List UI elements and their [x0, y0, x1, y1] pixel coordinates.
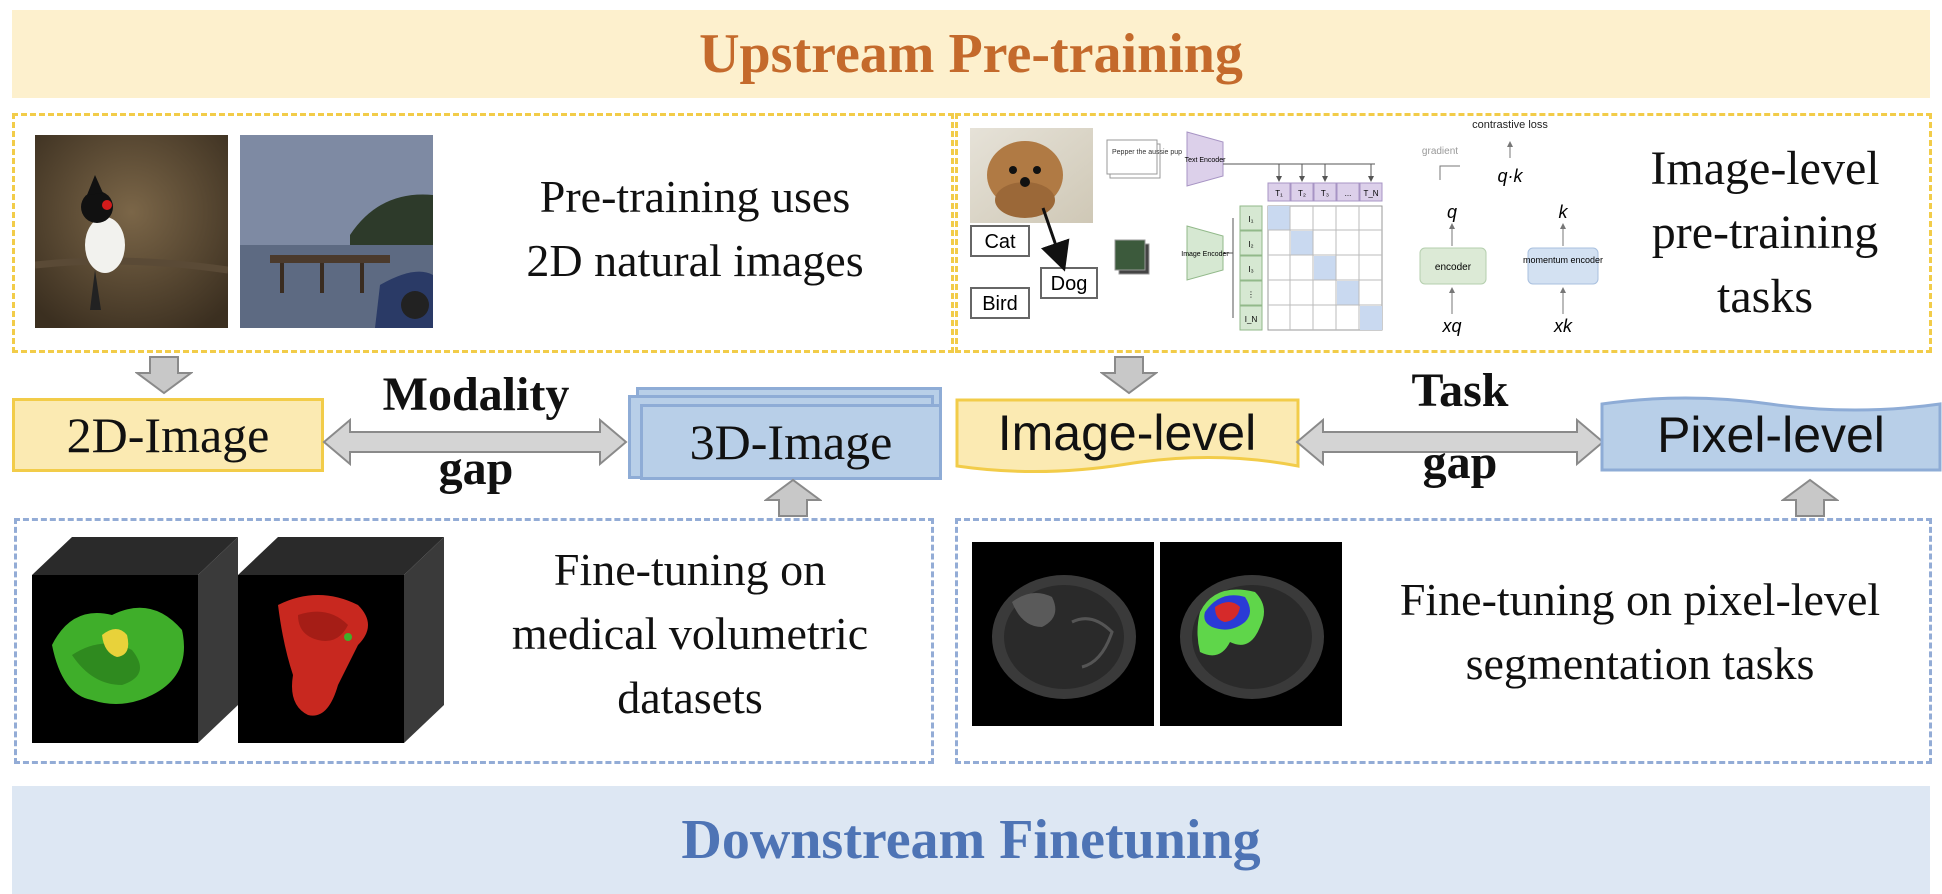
cat-label: Cat: [984, 231, 1016, 253]
text-token-n: T_N: [1363, 189, 1378, 198]
momentum-encoder-label: momentum encoder: [1523, 255, 1603, 265]
text-token-1: T₁: [1275, 189, 1283, 198]
text-token-3: T₃: [1321, 189, 1329, 198]
text-input-label: Pepper the aussie pup: [1112, 149, 1182, 156]
xq-label: xq: [1441, 316, 1461, 336]
image-token-2: I₂: [1248, 240, 1253, 249]
pretrain-tasks-text: Image-level pre-training tasks: [1595, 137, 1935, 329]
box-pixel-level: Pixel-level: [1600, 396, 1942, 472]
segmentation-panel: [955, 518, 1932, 764]
q-label: q: [1447, 202, 1457, 222]
text-token-2: T₂: [1298, 189, 1306, 198]
dog-arrow: [1040, 207, 1070, 272]
pretrain-tasks-line-2: pre-training: [1651, 206, 1879, 259]
encoder-label: encoder: [1435, 262, 1472, 273]
task-gap-label: Task gap: [1340, 362, 1580, 492]
image-input-thumb: [1114, 239, 1146, 271]
modality-gap-line-2: gap: [438, 442, 514, 495]
contrastive-loss-label: contrastive loss: [1472, 119, 1548, 131]
image-token-n: I_N: [1245, 315, 1258, 324]
pretrain-natural-line-1: Pre-training uses: [539, 171, 851, 222]
bird-label: Bird: [982, 293, 1018, 315]
task-gap-line-1: Task: [1411, 364, 1509, 417]
modality-gap-label: Modality gap: [345, 366, 607, 498]
up-arrow-pixel-level: [1781, 478, 1839, 517]
dog-label: Dog: [1051, 273, 1088, 295]
image-encoder-label: Image Encoder: [1181, 251, 1229, 258]
dog-label-box: [1040, 267, 1098, 299]
box-2d-image: 2D-Image: [12, 398, 324, 472]
finetune-volumetric-line-1: Fine-tuning on: [553, 544, 827, 595]
text-token-row: T₁ T₂ T₃ ... T_N: [1267, 182, 1383, 202]
pretrain-natural-text: Pre-training uses 2D natural images: [445, 165, 945, 293]
green-volume-cube: [32, 537, 238, 743]
down-arrow-image-level: [1100, 356, 1158, 395]
image-encoder-shape: [1186, 225, 1224, 281]
k-label: k: [1559, 202, 1569, 222]
downstream-finetuning-banner: Downstream Finetuning: [12, 786, 1930, 894]
pretrain-natural-line-2: 2D natural images: [526, 235, 864, 286]
box-3d-image: 3D-Image: [640, 404, 942, 480]
brain-mri-slice: [972, 542, 1154, 726]
text-input-box: [1106, 139, 1158, 175]
clip-figure: Cat Bird Dog Pepper the aussie pup Text …: [970, 128, 1383, 331]
moco-figure: contrastive loss gradient q·k q k encode…: [1419, 119, 1603, 336]
finetune-volumetric-text: Fine-tuning on medical volumetric datase…: [440, 538, 940, 730]
gradient-label: gradient: [1422, 146, 1458, 157]
text-encoder-label: Text Encoder: [1185, 157, 1227, 164]
text-token-4: ...: [1345, 189, 1352, 198]
modality-gap-line-1: Modality: [382, 368, 570, 421]
pixel-level-label: Pixel-level: [1657, 407, 1885, 463]
similarity-matrix: [1267, 205, 1383, 331]
finetune-pixel-text: Fine-tuning on pixel-level segmentation …: [1340, 568, 1940, 696]
text-encoder-shape: [1186, 131, 1224, 187]
finetune-volumetric-line-2: medical volumetric: [511, 608, 869, 659]
box-image-level: Image-level: [955, 398, 1300, 474]
pretrain-tasks-line-3: tasks: [1717, 270, 1813, 323]
bird-photo: [35, 135, 228, 328]
modality-gap-arrow: [322, 417, 628, 467]
qk-label: q·k: [1497, 166, 1523, 186]
pretrain-tasks-line-1: Image-level: [1650, 142, 1880, 195]
up-arrow-3d: [764, 478, 822, 517]
finetune-volumetric-line-3: datasets: [617, 672, 763, 723]
image-level-label: Image-level: [998, 405, 1256, 461]
bird-label-box: [970, 287, 1030, 319]
encoder-box: [1419, 247, 1487, 285]
image-token-3: I₃: [1248, 265, 1253, 274]
upstream-pretraining-banner: Upstream Pre-training: [12, 10, 1930, 98]
image-token-1: I₁: [1249, 215, 1254, 224]
finetune-pixel-line-1: Fine-tuning on pixel-level: [1399, 574, 1881, 625]
image-token-4: ⋮: [1247, 290, 1255, 299]
task-gap-line-2: gap: [1422, 436, 1498, 489]
pretraining-tasks-panel: [955, 113, 1932, 353]
cat-label-box: [970, 225, 1030, 257]
down-arrow-2d: [135, 356, 193, 395]
brain-segmentation-slice: [1160, 542, 1342, 726]
finetune-pixel-line-2: segmentation tasks: [1465, 638, 1815, 689]
image-token-column: I₁ I₂ I₃ ⋮ I_N: [1239, 205, 1263, 331]
volumetric-panel: [14, 518, 934, 764]
dock-photo: [240, 135, 433, 328]
momentum-encoder-box: [1527, 247, 1599, 285]
red-volume-cube: [238, 537, 444, 743]
xk-label: xk: [1553, 316, 1573, 336]
natural-images-panel: [12, 113, 954, 353]
